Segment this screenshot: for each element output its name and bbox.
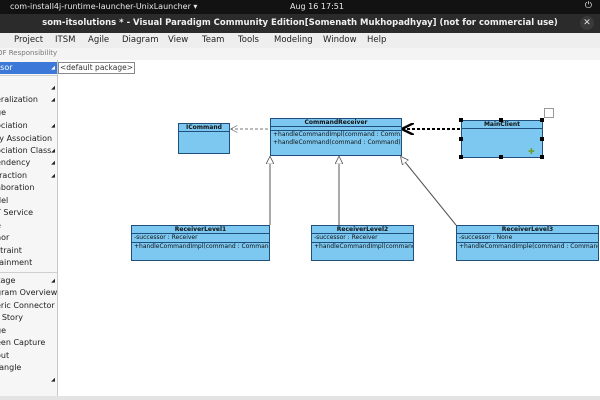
menu-itsm[interactable]: ITSM bbox=[55, 35, 76, 45]
expand-arrow-icon: ◢ bbox=[51, 278, 55, 284]
operations-compartment: +handleCommandImpl(command : Command) bbox=[132, 243, 269, 251]
class-receiver-level1[interactable]: ReceiverLevel1 -successor : Receiver +ha… bbox=[131, 225, 270, 261]
class-name: ReceiverLevel2 bbox=[312, 226, 413, 234]
resource-catalog-icon[interactable] bbox=[544, 108, 554, 118]
palette-item-generic-connector[interactable]: eric Connector bbox=[0, 301, 55, 310]
palette-item-rest-service[interactable]: T Service bbox=[0, 208, 33, 217]
operation: +handleCommandImpl(command : Comm... bbox=[273, 131, 402, 138]
palette-item-generalization[interactable]: eralization◢ bbox=[0, 95, 55, 104]
connector-layer bbox=[58, 60, 460, 226]
palette-item-nary-association[interactable]: ry Association bbox=[0, 134, 53, 143]
attributes-compartment: -successor : Receiver bbox=[132, 234, 269, 243]
selection-handle[interactable] bbox=[459, 137, 463, 141]
class-name: CommandReceiver bbox=[271, 119, 401, 127]
expand-arrow-icon: ◢ bbox=[51, 65, 55, 71]
selection-handle[interactable] bbox=[540, 155, 544, 159]
attribute: -successor : Receiver bbox=[314, 234, 378, 241]
app-menu[interactable]: com-install4j-runtime-launcher-UnixLaunc… bbox=[10, 2, 198, 11]
power-icon[interactable]: ⏻ bbox=[584, 1, 592, 11]
palette-item-more[interactable]: ◢ bbox=[0, 374, 57, 386]
palette-item-callout[interactable]: out bbox=[0, 351, 10, 360]
class-diagram-canvas[interactable]: <default package> ICommand CommandReceiv… bbox=[58, 60, 600, 400]
operations-compartment: +handleCommandImpl(command : Comm... +ha… bbox=[271, 131, 401, 147]
class-command-receiver[interactable]: CommandReceiver +handleCommandImpl(comma… bbox=[270, 118, 402, 156]
palette-item-anchor[interactable]: hor bbox=[0, 233, 10, 242]
palette-divider bbox=[0, 75, 57, 76]
breadcrumb-label: OF Responsibility bbox=[0, 49, 58, 57]
palette-item-usage[interactable]: ge bbox=[0, 108, 6, 117]
palette-item-note[interactable]: e bbox=[0, 220, 57, 232]
clock[interactable]: Aug 16 17:51 bbox=[290, 2, 344, 11]
palette-item-containment[interactable]: tainment bbox=[0, 258, 33, 267]
palette-divider bbox=[0, 272, 57, 273]
operation: +handleCommand(command : Command) bbox=[273, 139, 401, 146]
menu-bar: Project ITSM Agile Diagram View Team Too… bbox=[0, 33, 600, 48]
palette-item-user-story[interactable]: r Story bbox=[0, 313, 23, 322]
class-receiver-level3[interactable]: ReceiverLevel3 -successor : None +handle… bbox=[456, 225, 599, 261]
connector-handle-icon[interactable]: ✚ bbox=[528, 147, 535, 156]
class-name: ICommand bbox=[179, 124, 229, 132]
status-bar bbox=[0, 396, 600, 400]
selection-handle[interactable] bbox=[499, 118, 503, 122]
expand-arrow-icon: ◢ bbox=[51, 123, 55, 129]
package-label[interactable]: <default package> bbox=[58, 62, 136, 74]
operation: +handleCommandImpl(command) bbox=[314, 243, 414, 250]
palette-item-collaboration[interactable]: aboration bbox=[0, 183, 35, 192]
palette-item-image[interactable]: ge bbox=[0, 326, 6, 335]
class-name: MainClient bbox=[462, 121, 542, 129]
system-top-bar: com-install4j-runtime-launcher-UnixLaunc… bbox=[0, 0, 600, 14]
expand-arrow-icon: ◢ bbox=[51, 85, 55, 91]
palette-item-model[interactable]: del bbox=[0, 196, 9, 205]
menu-help[interactable]: Help bbox=[367, 35, 387, 45]
menu-agile[interactable]: Agile bbox=[88, 35, 110, 45]
operation: +handleCommandImpl(command : Command) bbox=[134, 243, 270, 250]
expand-arrow-icon: ◢ bbox=[51, 97, 55, 103]
palette-item-constraint[interactable]: straint bbox=[0, 246, 22, 255]
menu-diagram[interactable]: Diagram bbox=[122, 35, 159, 45]
selection-handle[interactable] bbox=[459, 118, 463, 122]
attribute: -successor : None bbox=[459, 234, 513, 241]
diagram-toolbar-palette: ssor◢ s◢ eralization◢ ge ociation◢ ry As… bbox=[0, 60, 58, 400]
operation: +handleCommandImple(command : Command) bbox=[459, 243, 599, 250]
palette-item-screen-capture[interactable]: een Capture bbox=[0, 338, 46, 347]
palette-item-successor[interactable]: ssor◢ bbox=[0, 62, 57, 74]
palette-item-class[interactable]: s◢ bbox=[0, 82, 57, 94]
selection-handle[interactable] bbox=[540, 137, 544, 141]
attribute: -successor : Receiver bbox=[134, 234, 198, 241]
palette-item-abstraction[interactable]: traction◢ bbox=[0, 171, 55, 180]
close-window-button[interactable]: ✕ bbox=[580, 16, 594, 30]
window-title: som-itsolutions * - Visual Paradigm Comm… bbox=[42, 18, 558, 28]
operations-compartment: +handleCommandImpl(command) bbox=[312, 243, 413, 251]
selection-handle[interactable] bbox=[459, 155, 463, 159]
expand-arrow-icon: ◢ bbox=[51, 377, 55, 383]
class-name: ReceiverLevel3 bbox=[457, 226, 598, 234]
expand-arrow-icon: ◢ bbox=[51, 160, 55, 166]
menu-modeling[interactable]: Modeling bbox=[274, 35, 313, 45]
class-receiver-level2[interactable]: ReceiverLevel2 -successor : Receiver +ha… bbox=[311, 225, 414, 261]
palette-item-diagram-overview[interactable]: gram Overview bbox=[0, 288, 58, 297]
selection-handle[interactable] bbox=[499, 155, 503, 159]
menu-window[interactable]: Window bbox=[323, 35, 357, 45]
class-icommand[interactable]: ICommand bbox=[178, 123, 230, 154]
expand-arrow-icon: ◢ bbox=[51, 173, 55, 179]
class-name: ReceiverLevel1 bbox=[132, 226, 269, 234]
attributes-compartment: -successor : Receiver bbox=[312, 234, 413, 243]
generalization-connector-3[interactable] bbox=[401, 157, 457, 226]
menu-project[interactable]: Project bbox=[14, 35, 44, 45]
selection-handle[interactable] bbox=[540, 118, 544, 122]
palette-item-dependency[interactable]: endency◢ bbox=[0, 158, 55, 167]
palette-item-association[interactable]: ociation◢ bbox=[0, 121, 55, 130]
menu-team[interactable]: Team bbox=[202, 35, 225, 45]
attributes-compartment: -successor : None bbox=[457, 234, 598, 243]
palette-item-association-class[interactable]: ociation Class◢ bbox=[0, 146, 55, 155]
operations-compartment: +handleCommandImple(command : Command) bbox=[457, 243, 598, 251]
attributes-compartment bbox=[271, 127, 401, 131]
palette-item-package[interactable]: kage◢ bbox=[0, 276, 55, 285]
menu-view[interactable]: View bbox=[168, 35, 189, 45]
window-title-bar: som-itsolutions * - Visual Paradigm Comm… bbox=[0, 14, 600, 33]
expand-arrow-icon: ◢ bbox=[51, 148, 55, 154]
menu-tools[interactable]: Tools bbox=[238, 35, 259, 45]
